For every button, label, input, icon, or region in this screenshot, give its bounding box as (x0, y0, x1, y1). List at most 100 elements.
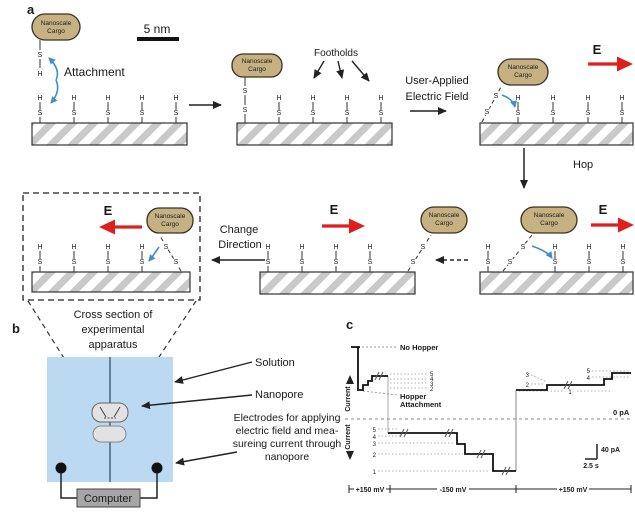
foothold-h-label: H (344, 95, 349, 102)
foothold-h-label: H (310, 95, 315, 102)
foothold-pointer-arrow (313, 60, 325, 79)
level-label: 4 (373, 435, 377, 441)
foothold-s-label: S (621, 259, 626, 266)
strand-s-label: S (174, 259, 179, 266)
foothold-h-label: H (299, 244, 304, 251)
field-label: Electric Field (406, 91, 469, 103)
foothold: HS (552, 244, 558, 272)
foothold: HS (37, 95, 43, 123)
foothold-h-label: H (139, 244, 144, 251)
nanoscale-cargo-shape (520, 206, 578, 234)
nanopore-label: Nanopore (255, 389, 303, 401)
cargo-label: Cargo (514, 72, 532, 79)
foothold-h-label: H (378, 95, 383, 102)
foothold-s-label: S (106, 259, 111, 266)
cargo-label: Nanoscale (534, 212, 565, 219)
foothold-h-label: H (367, 244, 372, 251)
foothold-h-label: H (620, 244, 625, 251)
cargo-label: Nanoscale (242, 58, 273, 65)
voltage-label-bg (557, 483, 589, 494)
hop-arrow-blue (501, 94, 517, 108)
foothold-h-label: H (276, 95, 281, 102)
foothold-h-label: H (71, 95, 76, 102)
strand-s-label: S (38, 52, 43, 59)
foothold-array: HSHSHSHSHSHSHSHSHSHSHSHSHSHSHSHSHSHSHSHS… (37, 95, 626, 272)
hopper-attachment-label: Attachment (400, 400, 442, 409)
foothold-h-label: H (585, 95, 590, 102)
foothold: HS (310, 95, 316, 123)
panel-b: b Cross section of experimental apparatu… (12, 300, 342, 508)
current-axis-label: Current (345, 424, 352, 450)
no-hopper-label: No Hopper (400, 343, 438, 352)
voltage-epoch-label: -150 mV (440, 487, 467, 494)
foothold-h-label: H (37, 95, 42, 102)
foothold-s-label: S (486, 259, 491, 266)
diagram-reversed: E Nanoscale Cargo S S (22, 192, 201, 301)
foothold: HS (550, 95, 556, 123)
time-scale-label: 2.5 s (583, 463, 599, 470)
foothold: HS (105, 244, 111, 272)
foothold-h-label: H (550, 95, 555, 102)
foothold-h-label: H (333, 244, 338, 251)
foothold: HS (378, 95, 384, 123)
foothold-s-label: S (140, 110, 145, 117)
foothold-s-label: S (516, 110, 521, 117)
voltage-epoch-label: +150 mV (559, 487, 588, 494)
diagram-attachment: Nanoscale Cargo S H Attachment (31, 13, 188, 146)
level-label: 5 (373, 428, 377, 434)
strand-s-label: S (494, 93, 499, 100)
foothold-s-label: S (140, 259, 145, 266)
current-scale-label: 40 pA (601, 447, 620, 454)
foothold-s-label: S (106, 110, 111, 117)
cargo-label: Cargo (161, 221, 179, 228)
foothold-pointer-arrow (336, 60, 345, 79)
field-label: User-Applied (405, 75, 469, 87)
electrodes-label: nanopore (265, 451, 310, 463)
foothold: HS (333, 244, 339, 272)
trace-break-marks (374, 371, 573, 476)
surface-bar (236, 122, 393, 146)
foothold: HS (71, 244, 77, 272)
foothold-s-label: S (311, 110, 316, 117)
nanoscale-cargo-shape (231, 53, 283, 78)
voltage-label-bg (354, 483, 386, 494)
foothold-s-label: S (266, 259, 271, 266)
tilted-strand (502, 234, 533, 272)
electrodes-label: sureing current through (233, 438, 342, 450)
cross-section-label: experimental (82, 324, 145, 336)
hop-label: Hop (573, 159, 593, 171)
strand-s-label: S (243, 107, 248, 114)
strand-s-label: S (485, 109, 490, 116)
foothold-s-label: S (300, 259, 305, 266)
electrodes-pointer-arrow (175, 451, 238, 466)
foothold: HS (586, 244, 592, 272)
foothold-h-label: H (173, 95, 178, 102)
surface-bar (479, 271, 634, 295)
cargo-label: Cargo (248, 66, 266, 73)
zero-current-label: 0 pA (613, 408, 630, 417)
foothold: HS (585, 95, 591, 123)
attachment-arrow-down (50, 79, 59, 104)
foothold-s-label: S (551, 110, 556, 117)
hop-arrow-blue (148, 246, 160, 262)
hopper-attachment-label: Hopper (400, 392, 426, 401)
panel-a: a 5 nm Nanoscale Cargo S H Attachment Na… (22, 2, 634, 301)
nanoscale-cargo-shape (146, 207, 194, 234)
foothold-h-label: H (139, 95, 144, 102)
surface-bar (31, 122, 188, 146)
voltage-label-bg (437, 483, 469, 494)
foothold: HS (515, 95, 521, 123)
cargo-label: Nanoscale (429, 212, 460, 219)
zoom-funnel-line (27, 300, 92, 402)
diagram-footholds: Nanoscale Cargo S S Footholds (231, 48, 393, 146)
nanopore-funnel-mark (113, 406, 121, 418)
e-field-arrowhead (617, 56, 633, 72)
foothold-s-label: S (368, 259, 373, 266)
foothold: HS (299, 244, 305, 272)
level-lines-pos2 (519, 370, 630, 392)
level-label: 2 (373, 453, 377, 459)
foothold: HS (173, 95, 179, 123)
level-label: 4 (587, 376, 591, 382)
foothold: HS (139, 244, 145, 272)
foothold-h-label: H (37, 244, 42, 251)
